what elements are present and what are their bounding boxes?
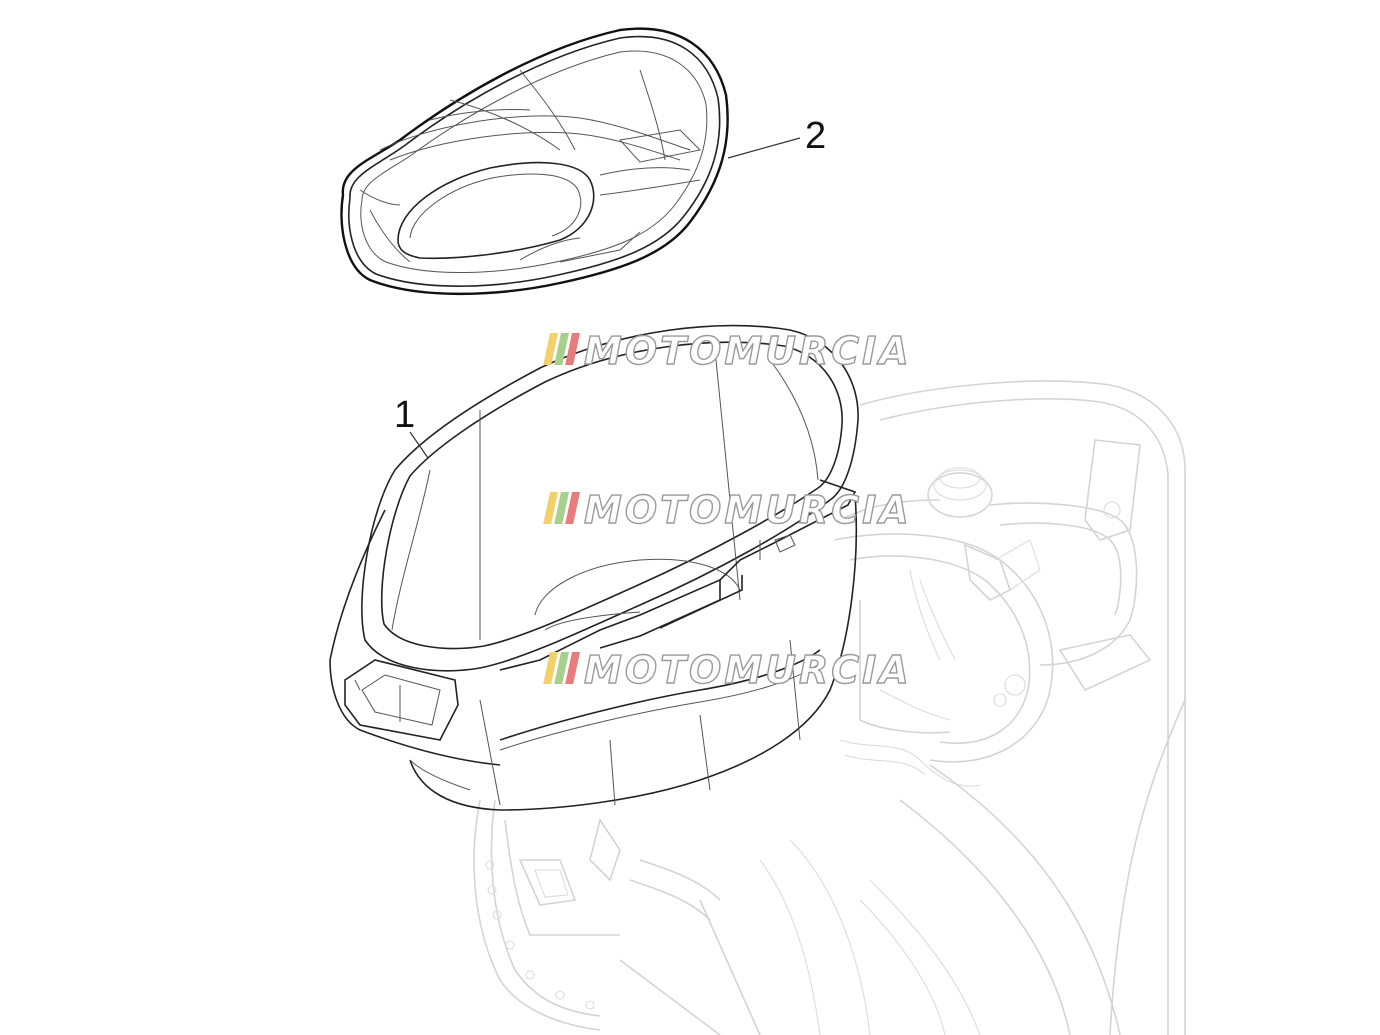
watermark-stripe-red [565, 492, 580, 524]
watermark-middle: MOTOMURCIA [543, 487, 912, 533]
watermark-stripe-green [554, 492, 569, 524]
watermark-logo-text: MOTOMURCIA [584, 488, 912, 532]
watermark-bottom: MOTOMURCIA [543, 647, 912, 693]
watermark-top: MOTOMURCIA [543, 328, 912, 374]
scooter-frame-ghost [473, 380, 1186, 1035]
callout-2-leader-line [727, 137, 801, 159]
watermark-stripe-red [565, 652, 580, 684]
callout-1-number: 1 [394, 394, 415, 436]
callout-1-leader-line [409, 431, 429, 459]
part-2-tray-liner [340, 27, 729, 296]
watermark-stripe-green [554, 652, 569, 684]
watermark-logo-text: MOTOMURCIA [584, 329, 912, 373]
callout-2-number: 2 [805, 115, 826, 157]
callout-1: 1 [394, 394, 429, 459]
watermark-stripe-yellow [543, 492, 558, 524]
watermark-stripe-green [554, 333, 569, 365]
part-1-helmet-compartment [329, 324, 859, 811]
watermark-stripe-yellow [543, 652, 558, 684]
callout-2: 2 [727, 115, 826, 159]
watermark-stripe-yellow [543, 333, 558, 365]
watermark-logo-text: MOTOMURCIA [584, 648, 912, 692]
watermark-stripe-red [565, 333, 580, 365]
